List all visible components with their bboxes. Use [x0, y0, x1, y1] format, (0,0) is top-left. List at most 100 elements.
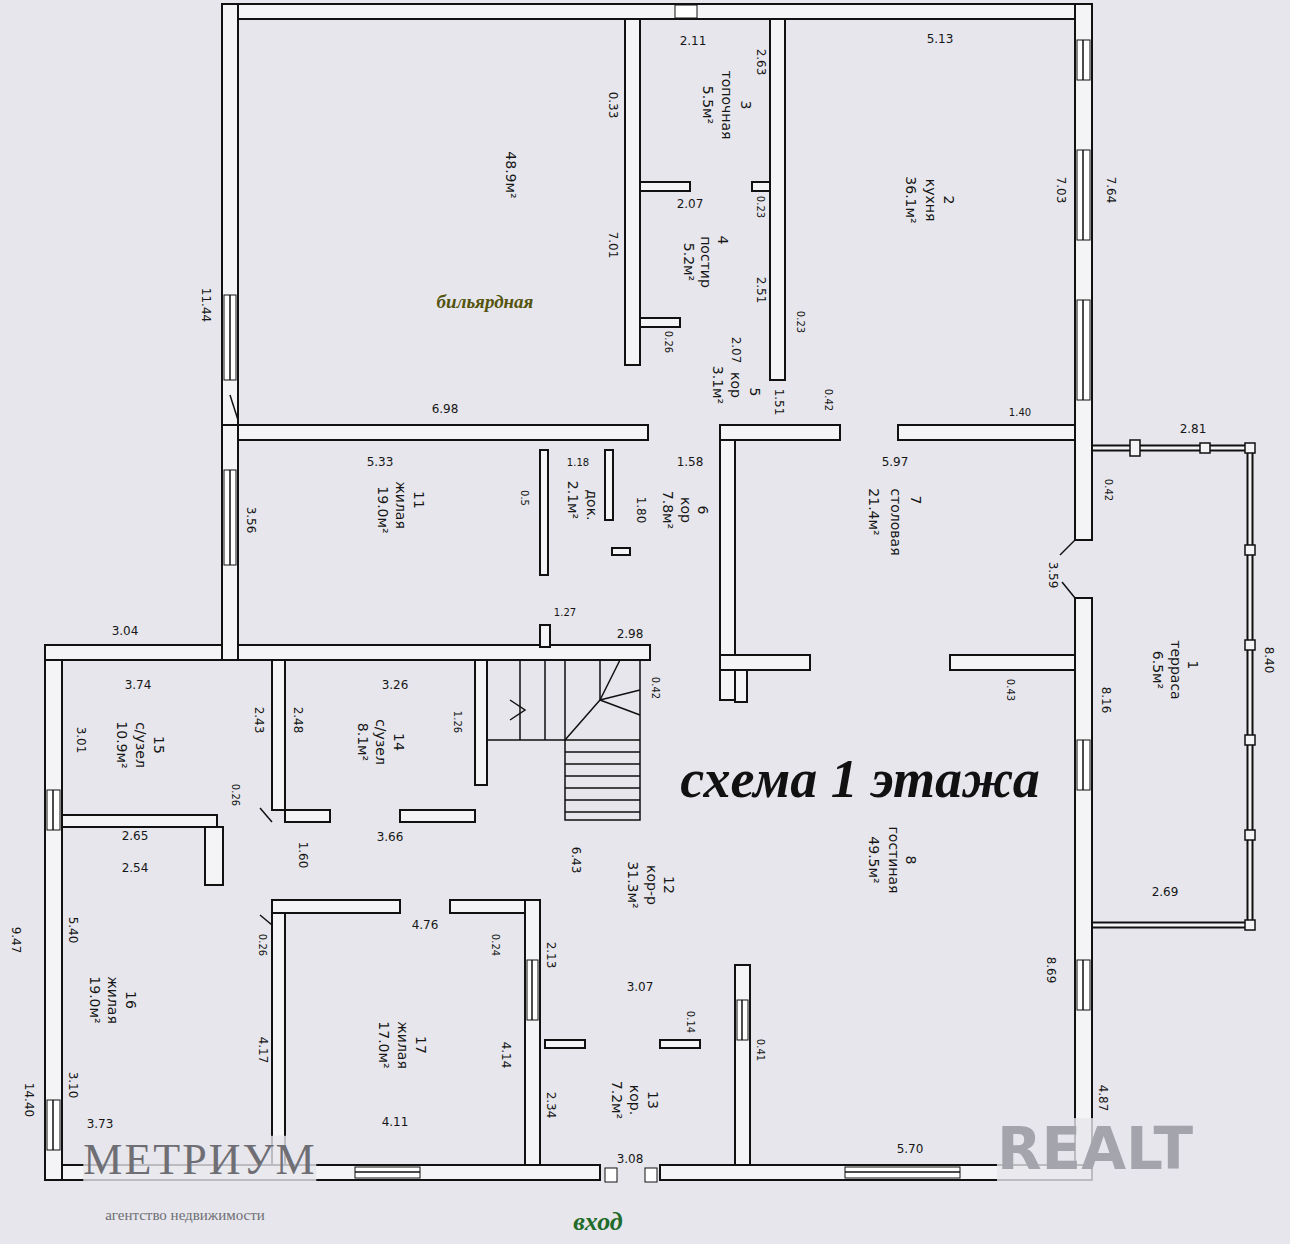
dimension-label: 7.03: [1053, 176, 1066, 205]
room-text: с/узел: [372, 719, 387, 765]
dimension-label: 1.80: [633, 496, 646, 525]
room-text: 49.5м²: [865, 836, 880, 883]
dimension-label: 0.5: [519, 489, 530, 507]
watermark-text: агентство недвижимости: [105, 1207, 265, 1224]
room-area: 5кор3.1м²: [640, 327, 770, 425]
room-text: 5.5м²: [699, 86, 714, 124]
room-area: 2кухня36.1м²: [785, 19, 1075, 425]
dimension-label: 8.16: [1098, 686, 1111, 715]
room-text: 7: [907, 496, 922, 505]
room-area: 11жилая19.0м²: [238, 440, 540, 645]
dimension-label: 2.48: [290, 706, 303, 735]
dimension-label: 3.66: [376, 831, 405, 844]
room-text: 1: [1184, 661, 1199, 670]
dimension-label: 2.51: [753, 276, 766, 305]
room-text: столовая: [887, 488, 902, 555]
room-text: кор.: [626, 1085, 641, 1115]
dimension-label: 6.43: [568, 846, 581, 875]
dimension-label: 5.33: [366, 456, 395, 469]
dimension-label: 0.26: [663, 330, 674, 354]
room-text: топочная: [718, 71, 733, 140]
dimension-label: 4.87: [1095, 1084, 1108, 1113]
dimension-label: 1.27: [553, 607, 577, 618]
room-area: 48.9м²бильярдная: [238, 19, 625, 425]
room-text: 4: [714, 236, 729, 245]
dimension-label: 5.97: [881, 456, 910, 469]
wall: [45, 4, 1092, 1180]
dimension-label: 0.26: [257, 933, 268, 957]
plan-title: схема 1 этажа: [676, 750, 1043, 809]
room-text: 13: [644, 1091, 659, 1109]
dimension-label: 4.11: [381, 1116, 410, 1129]
room-area: 16жилая19.0м²: [62, 830, 272, 1165]
room-text: 19.0м²: [86, 976, 101, 1023]
room-text: жилая: [104, 976, 119, 1024]
room-text: 10.9м²: [113, 721, 128, 768]
dimension-label: 0.42: [823, 388, 834, 412]
room-text: 21.4м²: [865, 488, 880, 535]
room-text: с/узел: [132, 722, 147, 768]
room-text: терраса: [1167, 640, 1182, 699]
dimension-label: 1.40: [1008, 407, 1032, 418]
room-area: 12кор-р31.3м²: [555, 822, 735, 1040]
dimension-label: 0.33: [605, 91, 618, 120]
room-text: постир: [697, 236, 712, 288]
dimension-label: 1.60: [295, 841, 308, 870]
staircase: [487, 660, 640, 820]
room-text: 6: [694, 506, 709, 515]
dimension-label: 2.13: [543, 941, 556, 970]
room-text: 5: [746, 388, 761, 397]
door-leaf: [230, 395, 1075, 925]
dimension-label: 1.26: [452, 710, 463, 734]
room-area: 6кор7.8м²: [613, 440, 720, 645]
dimension-label: 2.07: [728, 336, 741, 365]
dimension-label: 3.73: [86, 1118, 115, 1131]
dimension-label: 2.98: [616, 628, 645, 641]
room-text: 5.2м²: [680, 243, 695, 281]
dimension-label: 3.04: [111, 625, 140, 638]
dimension-label: 0.14: [685, 1010, 696, 1034]
dimension-label: 3.59: [1045, 561, 1058, 590]
dimension-label: 1.18: [566, 457, 590, 468]
dimension-label: 3.26: [381, 679, 410, 692]
room-text: 36.1м²: [902, 176, 917, 223]
dimension-label: 7.01: [605, 231, 618, 260]
room-text: кор: [727, 372, 742, 398]
room-text: жилая: [394, 1021, 409, 1069]
room-text: 19.0м²: [374, 486, 389, 533]
terrace-rail: [1092, 448, 1250, 925]
dimension-label: 2.11: [679, 35, 708, 48]
dimension-label: 3.56: [243, 506, 256, 535]
dimension-label: 4.14: [498, 1041, 511, 1070]
dimension-label: 1.58: [676, 456, 705, 469]
room-text: 8: [902, 856, 917, 865]
dimension-label: 3.10: [65, 1071, 78, 1100]
entrance-label: вход: [573, 1208, 623, 1237]
dimension-label: 7.64: [1103, 176, 1116, 205]
dimension-label: 0.43: [1005, 678, 1016, 702]
dimension-label: 3.74: [124, 679, 153, 692]
room-text: 48.9м²: [502, 151, 517, 198]
dimension-label: 3.08: [616, 1153, 645, 1166]
room-text: док.: [583, 489, 598, 520]
room-text: 17.0м²: [375, 1021, 390, 1068]
room-text: 16: [122, 991, 137, 1009]
room-text: 12: [660, 876, 675, 894]
dimension-label: 9.47: [8, 926, 21, 955]
dimension-label: 14.40: [21, 1082, 34, 1118]
dimension-label: 6.98: [431, 403, 460, 416]
dimension-label: 2.81: [1179, 423, 1208, 436]
room-text: жилая: [392, 481, 407, 529]
room-text: 2: [940, 196, 955, 205]
dimension-label: 11.44: [198, 287, 211, 323]
room-area: 1терраса6.5м²: [1095, 452, 1246, 921]
dimension-label: 2.34: [543, 1091, 556, 1120]
room-text: кор-р: [643, 865, 658, 905]
dimension-label: 0.42: [650, 676, 661, 700]
room-area: 15с/узел10.9м²: [62, 660, 272, 815]
room-text: 17: [412, 1036, 427, 1054]
dimension-label: 1.51: [771, 388, 784, 417]
dimension-label: 2.63: [753, 48, 766, 77]
